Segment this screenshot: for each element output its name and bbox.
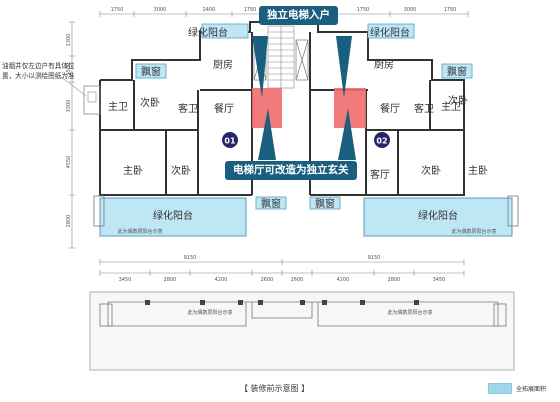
room-label: 主卧 [123,164,143,177]
top-dim: 1750 [444,7,457,13]
unit-number: 01 [224,137,236,146]
lower-note: 此为偶数层阳台示意 [187,309,232,316]
room-label: 绿化阳台 [418,209,458,222]
room-label: 厨房 [374,58,394,71]
left-dim: 3300 [66,100,72,113]
balcony-note: 此为偶数层阳台示意 [117,228,162,235]
legend-swatch [488,383,512,394]
callout-pointer [252,36,268,98]
green-balcony-left [99,197,247,237]
room-label: 客厅 [370,168,390,181]
bottom-dim: 2600 [291,277,304,283]
room-label: 厨房 [213,58,233,71]
top-dim: 3000 [154,7,167,13]
bay-window-top-right [441,63,473,79]
bottom-dim: 9150 [184,255,197,261]
room-label: 飘窗 [261,197,281,210]
left-dim: 1300 [66,34,72,47]
room-label: 飘窗 [447,65,467,78]
oil-shaft [83,85,101,115]
room-label: 次卧 [421,164,441,177]
bottom-dim: 2800 [388,277,401,283]
bottom-dim: 3450 [119,277,132,283]
oil-shaft-note: 油烟井仅左边户有具体位置，大小以测绘图纸为准 [2,62,75,80]
bottom-dim: 2600 [261,277,274,283]
room-label: 绿化阳台 [153,209,193,222]
room-label: 次卧 [171,164,191,177]
bottom-dim: 4200 [215,277,228,283]
top-dim: 1750 [111,7,124,13]
bay-window-bottom-left [255,196,287,210]
top-dim: 2400 [203,7,216,13]
unit-circle-02 [374,132,390,148]
top-balcony-right [367,23,415,39]
left-dim: 2800 [66,215,72,228]
top-dim: 3000 [404,7,417,13]
room-label: 飘窗 [315,197,335,210]
room-label: 客卫 [414,102,434,115]
room-label: 主卫 [108,101,128,113]
room-label: 主卫 [441,101,461,113]
plan-caption: 【 装修前示意图 】 [240,384,310,393]
room-label: 次卧 [140,96,160,109]
callout-pointer [258,108,276,160]
bottom-dimension-lines [99,259,465,276]
legend-label: 全拓展面积 [516,386,547,393]
room-label: 餐厅 [214,102,234,115]
callout-pointer [338,108,356,160]
room-label: 绿化阳台 [370,26,410,39]
oil-shaft-inner [87,91,97,103]
top-dim: 1750 [357,7,370,13]
elevator-shaft-right [295,39,309,81]
room-label: 餐厅 [380,102,400,115]
left-dim: 4550 [66,156,72,169]
top-balcony-left [201,23,249,39]
balcony-end-right [507,195,519,227]
bay-window-top-left [135,63,167,79]
left-dimension-line [69,21,75,249]
room-label: 主卧 [468,164,488,177]
note-leader-line [59,75,87,97]
balcony-note: 此为偶数层阳台示意 [451,228,496,235]
balcony-end-left [93,195,105,227]
bottom-dim: 4200 [337,277,350,283]
bottom-dim: 9150 [368,255,381,261]
bottom-dim: 2800 [164,277,177,283]
callout-elevator-hall: 电梯厅可改造为独立玄关 [225,161,357,180]
callout-elevator-entry: 独立电梯入户 [259,6,338,25]
stair-core [267,25,295,89]
unit-circle-01 [222,132,238,148]
callout-pointer [336,36,352,98]
room-label: 客卫 [178,102,198,115]
bay-window-bottom-right [309,196,341,210]
legend: 全拓展面积 [488,383,546,394]
room-label: 绿化阳台 [188,26,228,39]
green-balcony-right [363,197,513,237]
top-dim: 1750 [244,7,257,13]
room-label: 次卧 [448,94,468,107]
left-dim: 1500 [66,63,72,76]
lower-note: 此为偶数层阳台示意 [387,309,432,316]
room-label: 飘窗 [141,65,161,78]
unit-number: 02 [376,137,387,146]
bottom-dim: 3450 [433,277,446,283]
lower-strip-posts [145,300,419,305]
